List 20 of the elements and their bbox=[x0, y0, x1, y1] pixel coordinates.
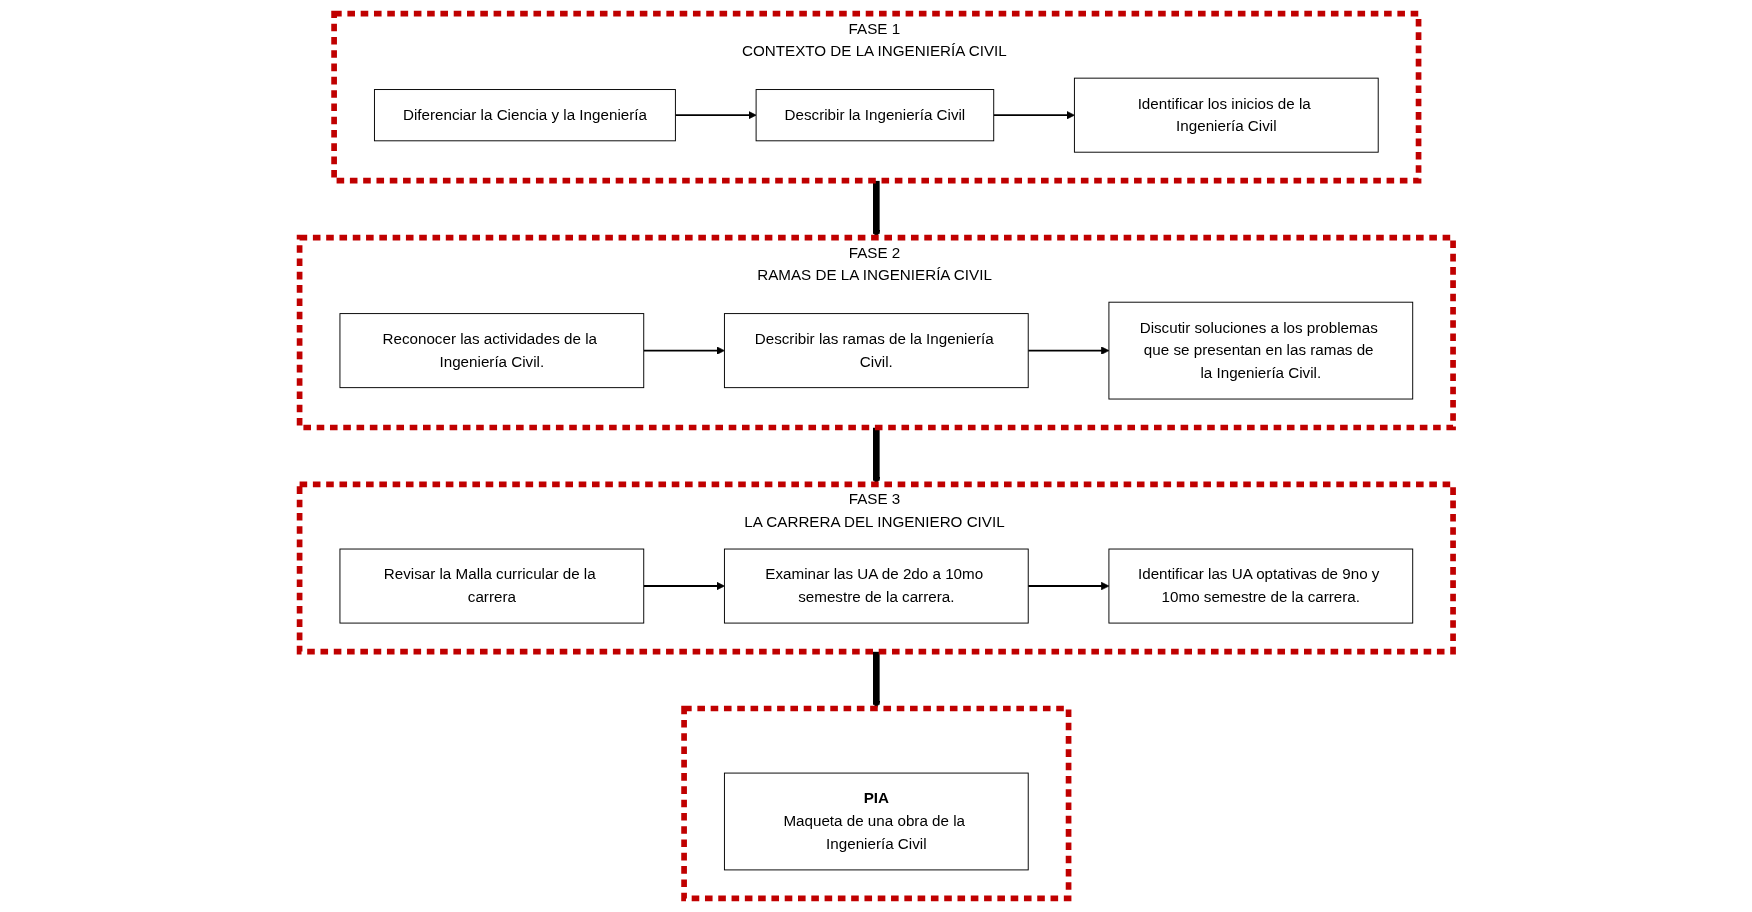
node-box: Revisar la Malla curricular de la carrera bbox=[339, 548, 644, 624]
node-box: Examinar las UA de 2do a 10mo semestre de la carrera. bbox=[723, 548, 1029, 624]
arrow bbox=[871, 651, 881, 709]
arrow bbox=[674, 111, 757, 120]
node-box: Identificar los inicios de la Ingeniería Civil bbox=[1073, 77, 1379, 153]
cluster bbox=[680, 705, 1072, 902]
node-box: Describir las ramas de la Ingeniería Civil. bbox=[723, 313, 1029, 389]
node-box: Identificar las UA optativas de 9no y 10mo semestre de la carrera. bbox=[1108, 548, 1413, 624]
arrow bbox=[871, 180, 881, 238]
node-box: Discutir soluciones a los problemas que se presentan en las ramas de la Ingeniería Civil. bbox=[1108, 301, 1413, 400]
node-box: Describir la Ingeniería Civil bbox=[755, 89, 994, 142]
node-box: Diferenciar la Ciencia y la Ingeniería bbox=[373, 89, 676, 142]
node-box: PIA Maqueta de una obra de la Ingeniería Civil bbox=[723, 772, 1029, 871]
arrow bbox=[992, 111, 1075, 120]
node-box: Reconocer las actividades de la Ingeniería Civil. bbox=[339, 313, 644, 389]
arrow bbox=[642, 346, 725, 355]
arrow bbox=[871, 427, 881, 485]
arrow bbox=[1026, 581, 1109, 591]
arrow bbox=[642, 581, 725, 591]
arrow bbox=[1026, 346, 1109, 355]
